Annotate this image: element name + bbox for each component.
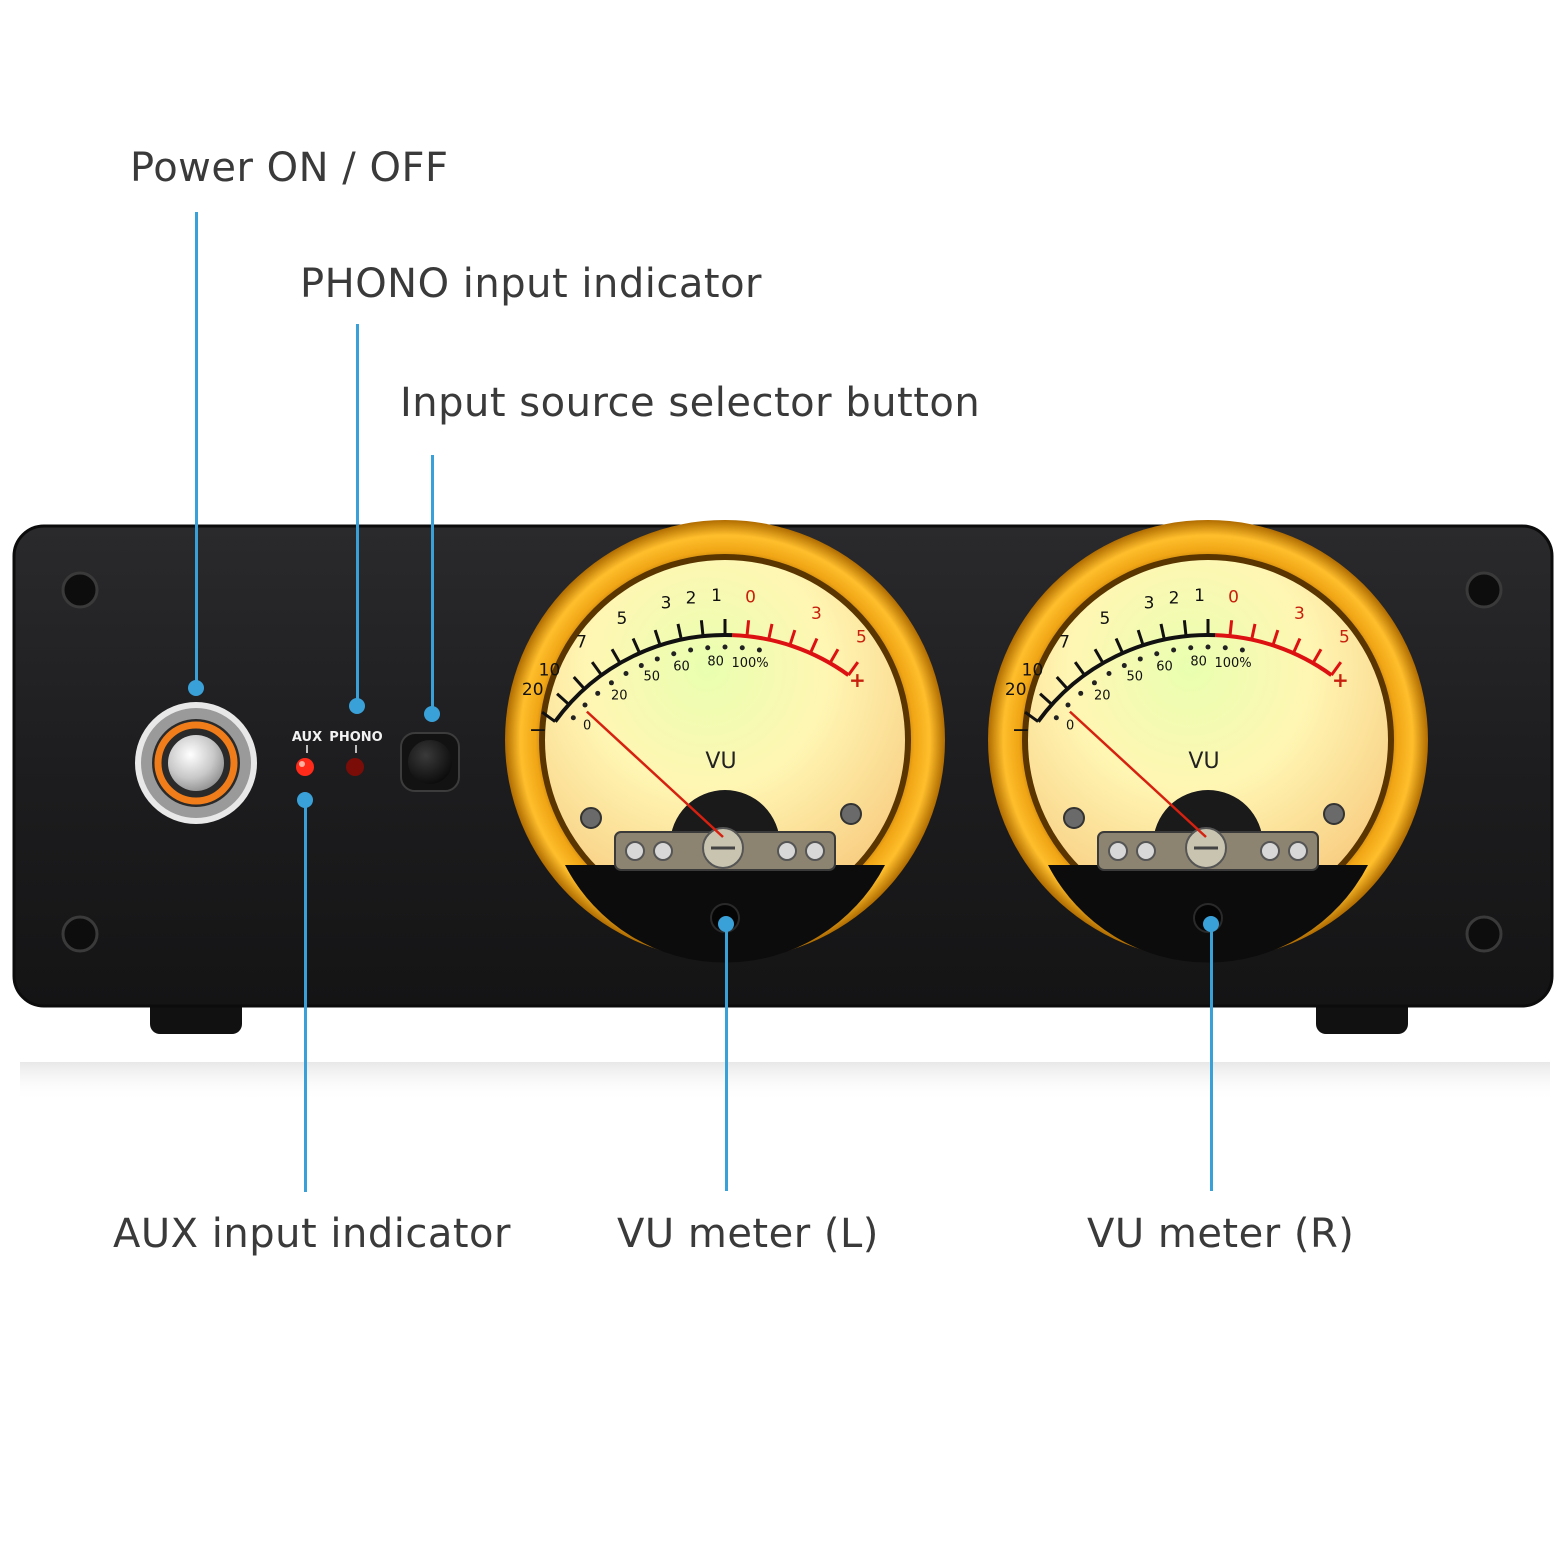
phono-led [346,758,364,776]
vu-percent-label: 60 [1156,659,1173,674]
vu-scale-label: 7 [576,633,587,653]
vu-face [1028,560,1388,920]
floor-reflection [20,1062,1550,1102]
screw-icon [1465,915,1503,953]
aux-callout-label: AUX input indicator [113,1211,511,1257]
aux-callout-line [304,800,307,1192]
vu-scale-label: 7 [1059,633,1070,653]
vu-right-callout-dot [1203,916,1219,932]
vu-minus-label: − [1012,718,1030,743]
vu-scale-label: 1 [1194,586,1205,606]
vu-scale-label: 2 [686,588,697,608]
vu-scale-label: 3 [811,604,822,624]
power-callout-dot [188,680,204,696]
vu-percent-label: 50 [644,670,661,685]
vu-right-callout-line [1210,923,1213,1191]
power-button[interactable] [135,702,257,824]
vu-percent-label: 0 [1066,718,1074,733]
indicator-area: AUX PHONO [292,730,383,776]
vu-minus-label: − [529,718,547,743]
vu-percent-label: 100% [731,656,768,671]
screw-icon [1465,571,1503,609]
vu-percent-label: 0 [583,718,591,733]
screw-icon [1063,807,1085,829]
vu-scale-label: 10 [539,661,561,681]
vu-right-callout-label: VU meter (R) [1087,1211,1355,1257]
vu-percent-label: 100% [1214,656,1251,671]
vu-scale-label: 20 [522,680,544,700]
screw-icon [61,571,99,609]
aux-led-label: AUX [292,730,322,745]
selector-callout-line [431,455,434,715]
vu-needle [1069,710,1207,838]
phono-led-label: PHONO [329,730,382,745]
vu-scale-label: 0 [1228,587,1239,607]
vu-scale-label: 2 [1169,588,1180,608]
phono-callout-dot [349,698,365,714]
screw-icon [580,807,602,829]
power-callout-line [195,212,198,690]
screw-icon [1323,803,1345,825]
vu-plus-label: + [1332,668,1349,692]
vu-scale-label: 5 [1099,609,1110,629]
vu-left-callout-line [725,923,728,1191]
screw-icon [61,915,99,953]
aux-led [296,758,314,776]
vu-percent-label: 20 [611,688,628,703]
panel-screws [61,571,1503,953]
vu-scale-label: 10 [1022,661,1044,681]
vu-face [545,560,905,920]
vu-left-callout-dot [718,916,734,932]
vu-scale-label: 3 [1144,593,1155,613]
vu-scale-label: 5 [1339,628,1350,648]
vu-scale-label: 1 [711,586,722,606]
vu-scale-label: 3 [661,593,672,613]
vu-percent-label: 80 [1190,654,1207,669]
vu-unit-label: VU [705,749,736,774]
screw-icon [840,803,862,825]
vu-scale-label: 20 [1005,680,1027,700]
vu-scale-label: 5 [616,609,627,629]
vu-needle [586,710,724,838]
vu-scale-label: 3 [1294,604,1305,624]
selector-callout-dot [424,706,440,722]
vu-unit-label: VU [1188,749,1219,774]
vu-scale-label: 5 [856,628,867,648]
input-selector-button[interactable] [400,732,460,792]
vu-percent-label: 50 [1127,670,1144,685]
aux-callout-dot [297,792,313,808]
vu-left-callout-label: VU meter (L) [617,1211,879,1257]
vu-percent-label: 20 [1094,688,1111,703]
vu-percent-label: 60 [673,659,690,674]
vu-scale-label: 0 [745,587,756,607]
vu-percent-label: 80 [707,654,724,669]
phono-callout-line [356,324,359,702]
phono-callout-label: PHONO input indicator [300,261,762,307]
power-callout-label: Power ON / OFF [130,145,449,191]
selector-callout-label: Input source selector button [400,380,981,426]
vu-plus-label: + [849,668,866,692]
